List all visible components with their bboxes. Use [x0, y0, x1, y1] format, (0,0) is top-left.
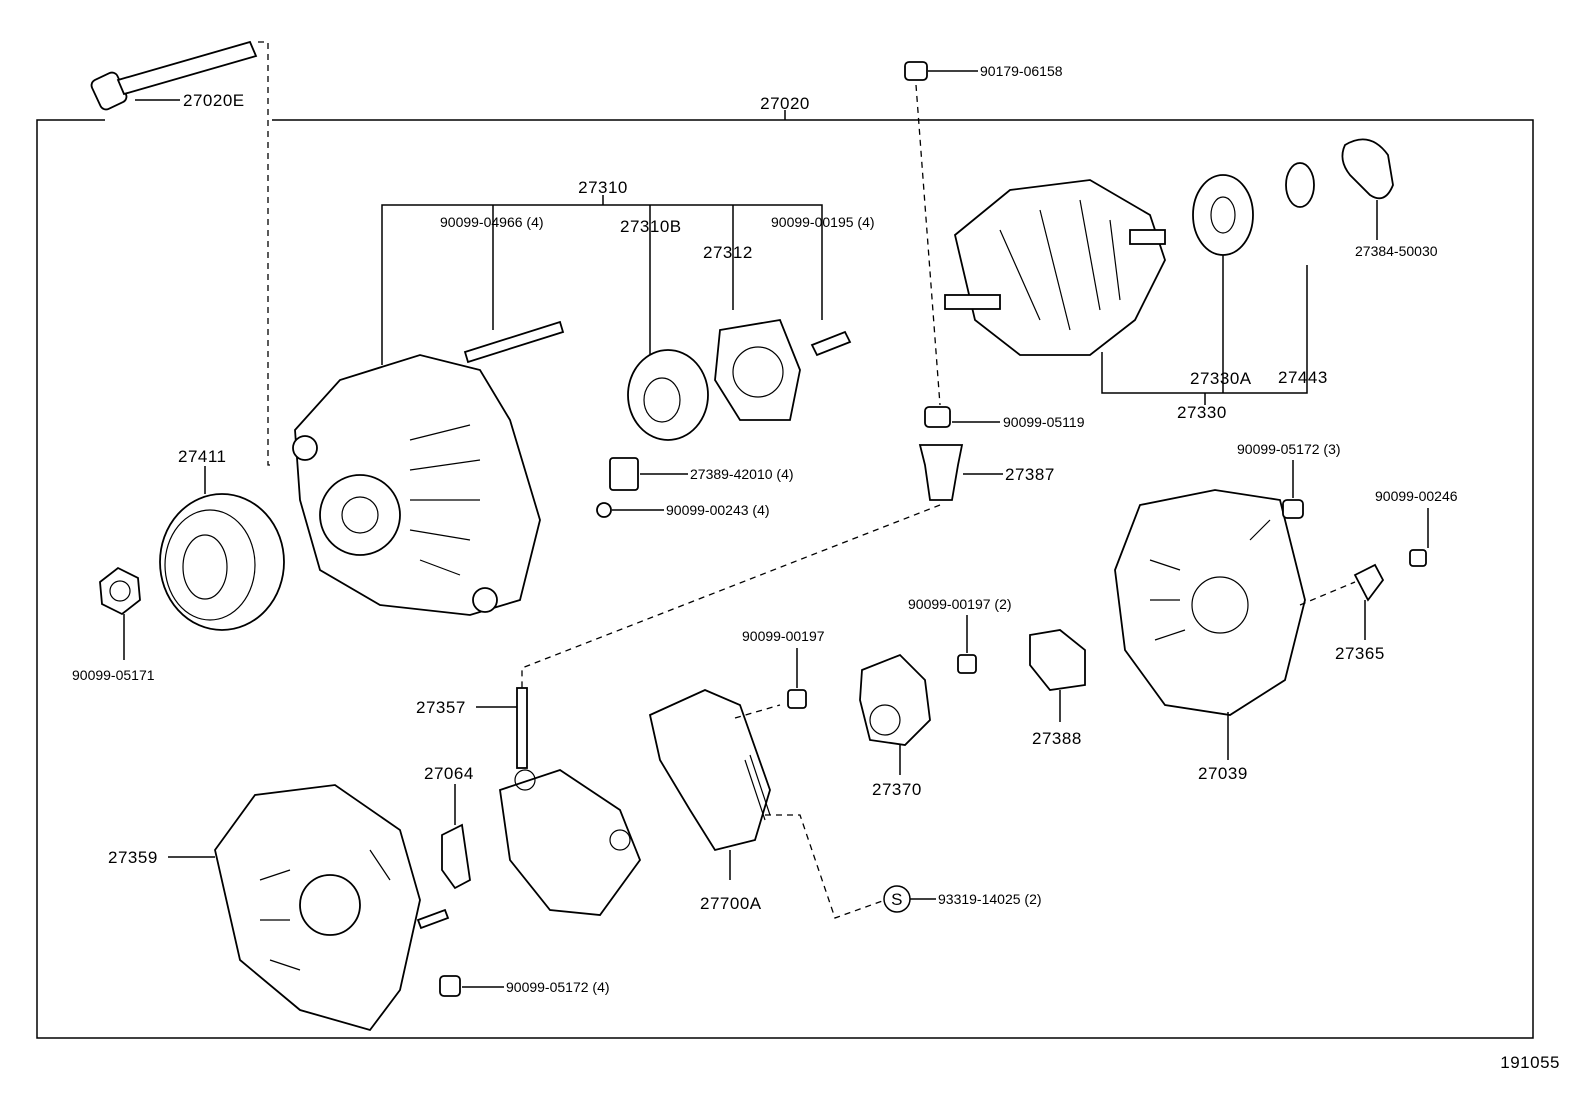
s-symbol: S: [891, 890, 903, 909]
label-90099-04966: 90099-04966 (4): [440, 214, 544, 230]
label-27365: 27365: [1335, 644, 1385, 663]
bracket-27310: [381, 195, 823, 365]
label-27700a: 27700A: [700, 894, 762, 913]
terminal-insulator-27387: [918, 444, 1003, 501]
washer-27443: [1285, 162, 1315, 208]
label-27443: 27443: [1278, 368, 1328, 387]
screw-90099-00243: [596, 502, 664, 518]
drive-end-frame: [292, 354, 541, 616]
screw-90099-00195: [810, 330, 852, 357]
screw-90099-00197: [787, 648, 807, 709]
gasket-27384-50030: [1341, 138, 1394, 240]
screw-90099-00197-2: [957, 615, 977, 674]
label-27312: 27312: [703, 243, 753, 262]
label-27357: 27357: [416, 698, 466, 717]
stud-90099-04966: [463, 320, 565, 364]
plate-27312: [714, 318, 801, 421]
label-27039: 27039: [1198, 764, 1248, 783]
dashed-guide-27387: [521, 504, 941, 690]
label-90099-05172-3: 90099-05172 (3): [1237, 441, 1341, 457]
label-90099-00243: 90099-00243 (4): [666, 502, 770, 518]
holder-27388: [1029, 629, 1086, 722]
label-27330a: 27330A: [1190, 369, 1252, 388]
bearing-27330a: [1192, 174, 1254, 256]
dashed-guide-90179: [915, 84, 941, 406]
dashed-guide-regulator: [734, 704, 886, 919]
label-27020: 27020: [760, 94, 810, 113]
nut-90099-05119: [924, 406, 1000, 428]
label-27310b: 27310B: [620, 217, 682, 236]
label-90099-05171: 90099-05171: [72, 667, 155, 683]
pulley-27411: [159, 466, 285, 631]
bolt-27020e: [90, 40, 258, 111]
insulator-27064: [441, 784, 471, 890]
rotor-27330: [944, 179, 1166, 356]
bracket-27330: [1101, 250, 1308, 405]
label-27384-50030: 27384-50030: [1355, 243, 1438, 259]
insulator-27389-42010: [609, 457, 688, 491]
label-27387: 27387: [1005, 465, 1055, 484]
label-90099-05119: 90099-05119: [1003, 414, 1085, 430]
nut-90099-05172-4: [439, 975, 504, 997]
rear-end-frame-27359: [168, 784, 450, 1032]
label-93319-14025: 93319-14025 (2): [938, 891, 1042, 907]
nut-90179-06158: [904, 61, 978, 81]
rear-cover-27039: [1114, 489, 1306, 760]
dashed-guide-27365: [1299, 581, 1356, 606]
label-90099-00197-2: 90099-00197 (2): [908, 596, 1012, 612]
label-90099-00197: 90099-00197: [742, 628, 825, 644]
label-27411: 27411: [178, 447, 227, 466]
nut-90099-05171: [99, 566, 141, 660]
screw-90099-00246: [1409, 508, 1429, 567]
assembly-frame: [36, 119, 1534, 1039]
diagram-id: 191055: [1500, 1053, 1560, 1072]
bearing-27310b: [627, 349, 709, 441]
brush-holder-27370: [859, 653, 931, 775]
nut-90099-05172-3: [1282, 460, 1304, 519]
dashed-guide-27020e: [258, 41, 272, 466]
label-27370: 27370: [872, 780, 922, 799]
terminal-27365: [1353, 563, 1385, 640]
label-27310: 27310: [578, 178, 628, 197]
label-27359: 27359: [108, 848, 158, 867]
rectifier-27357: [476, 687, 642, 916]
label-27064: 27064: [424, 764, 474, 783]
label-27020e: 27020E: [183, 91, 245, 110]
label-90099-00246: 90099-00246: [1375, 488, 1458, 504]
regulator-27700a: [648, 689, 771, 880]
label-27330: 27330: [1177, 403, 1227, 422]
label-90179-06158: 90179-06158: [980, 63, 1063, 79]
label-27388: 27388: [1032, 729, 1082, 748]
label-27389-42010: 27389-42010 (4): [690, 466, 794, 482]
label-90099-05172-4: 90099-05172 (4): [506, 979, 610, 995]
label-90099-00195: 90099-00195 (4): [771, 214, 875, 230]
